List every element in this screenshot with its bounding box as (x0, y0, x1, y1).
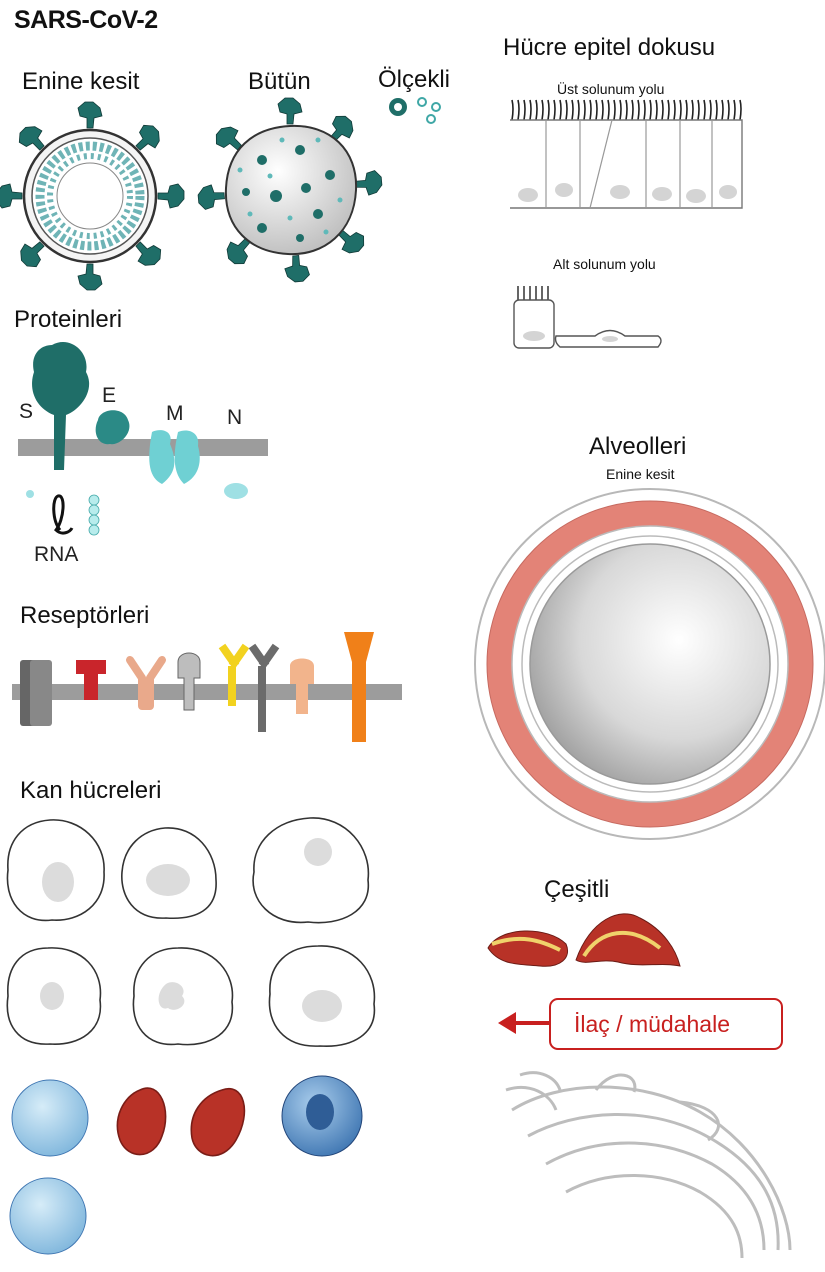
protein-n-label: N (227, 406, 243, 429)
lower-airway-label: Alt solunum yolu (553, 256, 656, 272)
endoplasmic-reticulum-icon (505, 1071, 792, 1259)
arrow-left-icon (498, 1012, 550, 1034)
proteins-label: Proteinleri (14, 306, 123, 333)
alveolus-icon (474, 488, 825, 840)
proteins-icon (18, 342, 268, 536)
whole-label: Bütün (248, 68, 311, 95)
alveoli-label: Alveolleri (589, 433, 687, 460)
rna-label: RNA (34, 543, 79, 566)
epithelial-label: Hücre epitel dokusu (503, 34, 716, 61)
lower-airway-icon (513, 286, 662, 349)
upper-airway-label: Üst solunum yolu (557, 81, 665, 97)
protein-m-label: M (166, 402, 184, 425)
drug-box (549, 998, 783, 1050)
muscle-tissue-icon (487, 913, 681, 967)
receptor-icon (12, 632, 402, 742)
misc-label: Çeşitli (544, 876, 610, 903)
alveoli-cross-label: Enine kesit (606, 466, 675, 482)
protein-s-label: S (19, 400, 34, 423)
drug-label: İlaç / müdahale (574, 1011, 730, 1037)
blood-cells-label: Kan hücreleri (20, 777, 162, 804)
scaled-label: Ölçekli (378, 66, 451, 93)
page-title: SARS-CoV-2 (14, 6, 158, 34)
virus-whole-icon (196, 97, 384, 284)
receptors-label: Reseptörleri (20, 602, 150, 629)
cross-section-label: Enine kesit (22, 68, 140, 95)
protein-e-label: E (102, 384, 117, 407)
blood-cell-icon (6, 817, 376, 1255)
virus-scaled-icon (389, 97, 441, 124)
epithelium-icon (510, 99, 743, 209)
virus-cross-section-icon (0, 101, 185, 291)
